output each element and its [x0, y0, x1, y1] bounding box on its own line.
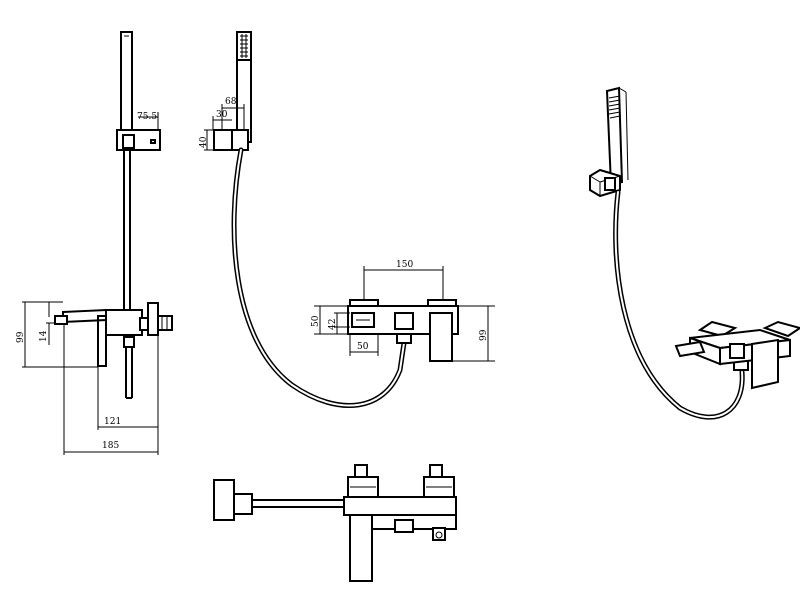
dim-front-total-height: 99 — [479, 329, 489, 341]
front-hose — [231, 147, 412, 408]
dim-front-body-height: 50 — [311, 315, 321, 327]
top-mixer — [343, 464, 457, 582]
top-holder — [213, 479, 355, 521]
dim-front-spout-height: 42 — [328, 319, 338, 330]
dim-side-height: 99 — [16, 331, 26, 343]
iso-holder — [589, 168, 621, 198]
side-dimensions: 75.5 99 14 121 185 — [16, 112, 159, 455]
side-mixer — [54, 302, 173, 399]
side-hose — [123, 150, 131, 312]
side-handshower — [120, 31, 133, 145]
dim-side-total-depth: 185 — [102, 441, 119, 451]
iso-handshower — [605, 86, 629, 187]
iso-hose — [613, 189, 749, 420]
front-view: 68 30 40 150 50 42 50 — [199, 31, 495, 408]
dim-front-centers: 150 — [396, 260, 413, 270]
side-view: 75.5 99 14 121 185 — [16, 31, 173, 455]
front-mixer — [347, 299, 459, 362]
dim-side-wall-to-spout: 121 — [104, 417, 121, 427]
dim-side-depth: 75.5 — [137, 112, 157, 122]
dim-front-spout-width: 50 — [357, 342, 369, 352]
iso-mixer — [674, 320, 800, 390]
dim-side-spout-height: 14 — [39, 330, 49, 342]
front-holder — [213, 129, 249, 151]
front-dimensions: 68 30 40 150 50 42 50 — [199, 97, 495, 362]
dim-holder-depth: 30 — [216, 110, 228, 120]
isometric-view — [589, 86, 800, 420]
top-view — [213, 464, 457, 582]
side-holder — [116, 129, 161, 151]
dim-holder-offset: 68 — [225, 97, 237, 107]
dim-holder-height: 40 — [199, 136, 209, 148]
